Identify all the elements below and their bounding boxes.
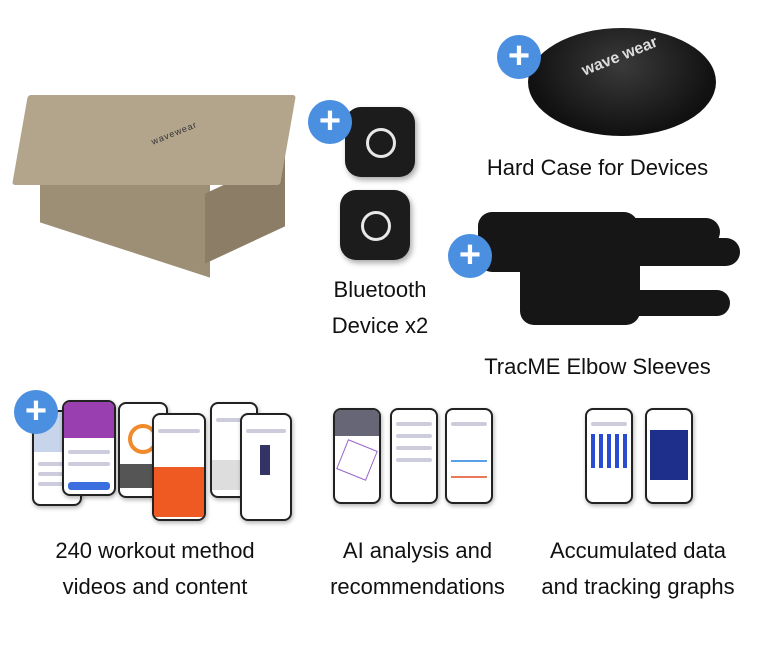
plus-icon: + bbox=[14, 390, 58, 434]
ai-label-line1: AI analysis and bbox=[342, 538, 493, 563]
workout-label-line2: videos and content bbox=[62, 574, 248, 599]
plus-icon: + bbox=[497, 35, 541, 79]
bluetooth-device bbox=[345, 107, 415, 177]
workout-label-line1: 240 workout method bbox=[55, 538, 255, 563]
hard-case-image bbox=[528, 28, 716, 136]
plus-icon: + bbox=[308, 100, 352, 144]
tracking-label-line1: Accumulated data bbox=[549, 538, 727, 563]
tracking-label-line2: and tracking graphs bbox=[541, 574, 735, 599]
bluetooth-label-line1: Bluetooth bbox=[333, 277, 427, 302]
sleeves-label: TracME Elbow Sleeves bbox=[484, 354, 711, 379]
hard-case-label: Hard Case for Devices bbox=[486, 155, 709, 180]
ai-label-line2: recommendations bbox=[330, 574, 505, 599]
bluetooth-label-line2: Device x2 bbox=[331, 313, 429, 338]
plus-icon: + bbox=[448, 234, 492, 278]
bluetooth-device bbox=[340, 190, 410, 260]
